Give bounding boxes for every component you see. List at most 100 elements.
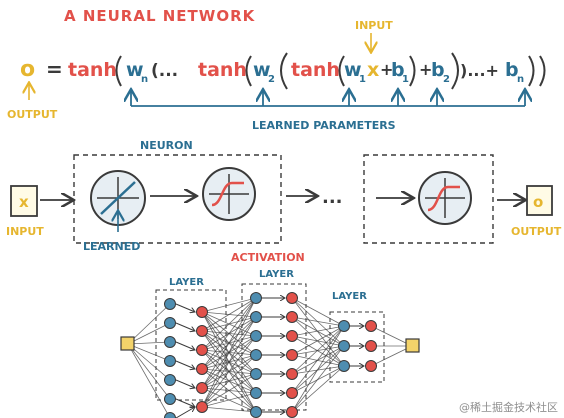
flow-input-label: INPUT [6,225,44,238]
network-edge [291,325,345,356]
layer-1-activation-node [196,363,208,375]
watermark-text: @稀土掘金技术社区 [459,401,558,414]
weight-n: w [126,59,144,81]
layer-2-activation-node [286,406,298,418]
layer-2-activation-node [286,311,298,323]
layer-2-linear-node [250,349,262,361]
bias-n: b [505,59,519,81]
paren-open-1 [115,55,122,87]
layer-label-2: LAYER [259,269,294,280]
plus-1: + [380,60,393,79]
bias-n-subscript: n [517,74,524,85]
layer-label-1: LAYER [169,277,204,288]
paren-close-4 [409,55,416,87]
network-edge [201,297,257,389]
weight-2-subscript: 2 [268,74,275,85]
network-edge [175,303,195,312]
layer-3-linear-node [338,360,350,372]
diagram-title: A NEURAL NETWORK [64,7,256,25]
layer-1-linear-node [164,298,176,310]
layer-2-activation-node [286,349,298,361]
network-edge [127,322,171,345]
layer-3-activation-node [365,320,377,332]
network-edge [201,297,257,313]
flow-input-box [10,185,38,217]
neuron-label: NEURON [140,139,193,152]
layer-1-activation-node [196,344,208,356]
paren-close-1 [539,55,546,87]
neuron-frame-2 [363,154,494,244]
layer-1-activation-node [196,325,208,337]
network-edge [127,343,171,400]
tanh-inner: tanh [291,59,340,81]
layer-3-activation-node [365,360,377,372]
network-edge [201,316,257,408]
tanh-middle: tanh [198,59,247,81]
network-edge [201,373,257,408]
plus-2: + [419,60,432,79]
learned-parameters-label: LEARNED PARAMETERS [252,119,396,132]
network-edge [291,335,345,367]
network-edge [201,406,257,413]
flow-output-box [526,185,553,216]
layer-2-linear-node [250,330,262,342]
network-edge [127,343,171,381]
layer-1-activation-node [196,401,208,413]
activation-neuron-1 [202,167,256,221]
bias-2: b [431,59,445,81]
network-edge [175,407,195,418]
neuron-frame-1 [73,154,282,244]
network-edge [175,360,195,369]
layer-2-activation-node [286,330,298,342]
layer-3-linear-node [338,340,350,352]
layer-2-activation-node [286,292,298,304]
layer-3-activation-node [365,340,377,352]
network-nodes [120,292,420,418]
network-edge [370,345,413,367]
ellipsis-1: (... [151,61,178,81]
layer-2-linear-node [250,292,262,304]
network-edge [291,325,345,413]
layer-1-linear-node [164,317,176,329]
network-edge [127,341,171,345]
network-edge [175,379,195,388]
activation-neuron-2 [418,171,472,225]
bias-1: b [391,59,405,81]
layer-2-linear-node [250,368,262,380]
network-edge [291,316,345,347]
weight-n-subscript: n [141,74,148,85]
network-edges [127,297,413,418]
network-edge [201,297,257,332]
network-edge [201,392,257,408]
network-edge [291,297,345,367]
network-edge [291,316,345,327]
layer-1-linear-node [164,393,176,405]
network-edge [175,341,195,350]
flow-learned-label: LEARNED [83,240,140,253]
network-edge [127,343,171,418]
layer-1-activation-node [196,382,208,394]
equation-input-label: INPUT [355,19,393,32]
network-output-node [405,338,420,353]
layer-2-linear-node [250,406,262,418]
network-edge [201,297,257,408]
bias-1-subscript: 1 [402,74,409,85]
weight-2: w [253,59,271,81]
layer-1-linear-node [164,412,176,418]
paren-open-4 [338,55,345,87]
network-edge [291,325,345,337]
network-edge [291,365,345,413]
weight-1-subscript: 1 [359,74,366,85]
layer-2-linear-node [250,311,262,323]
flow-output-symbol: o [533,193,543,211]
bias-2-subscript: 2 [443,74,450,85]
network-edge [127,343,171,362]
network-input-node [120,336,135,351]
paren-open-3 [280,52,288,90]
layer-frame-2 [241,283,307,411]
weight-1: w [344,59,362,81]
tanh-outer: tanh [68,59,117,81]
learned-parameters-bracket [131,91,525,107]
layer-2-activation-node [286,368,298,380]
